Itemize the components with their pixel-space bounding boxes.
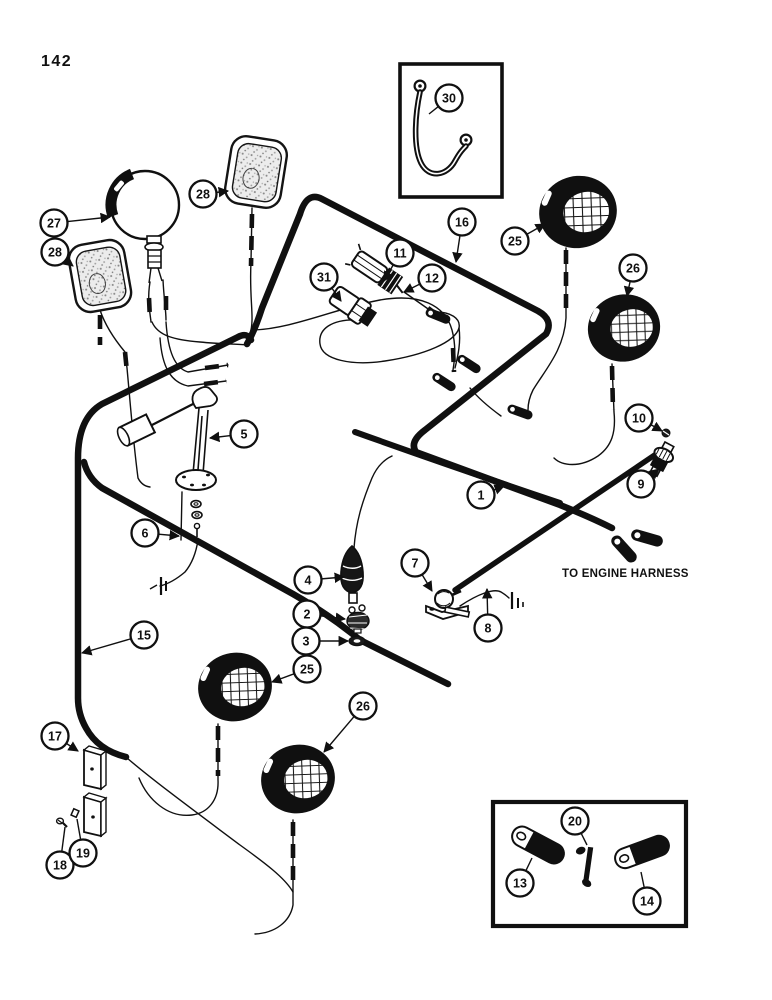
svg-text:28: 28: [48, 245, 62, 259]
engine-harness-label: TO ENGINE HARNESS: [562, 568, 689, 580]
bracket-switch-7: [425, 589, 471, 620]
lever-switch-5: [116, 385, 218, 537]
headlamp-26-top: [579, 285, 669, 371]
callout-18: 18: [45, 826, 75, 880]
callout-14: 14: [632, 871, 662, 916]
connector-boot-4: [340, 544, 364, 604]
callout-26: 26: [618, 253, 648, 298]
svg-text:12: 12: [425, 271, 439, 285]
headlamp-25-bottom: [189, 643, 281, 731]
callout-28: 28: [188, 179, 230, 209]
callout-26: 26: [323, 691, 378, 753]
callout-30: 30: [428, 83, 464, 115]
headlamp-25-top: [530, 166, 626, 258]
callout-12: 12: [403, 263, 447, 293]
callout-11: 11: [383, 238, 415, 282]
callout-16: 16: [447, 207, 477, 264]
svg-text:27: 27: [47, 216, 61, 230]
harness-upper-loop: [243, 193, 616, 532]
svg-text:10: 10: [632, 411, 646, 425]
harness-lower-diagonal: [80, 458, 452, 688]
svg-text:16: 16: [455, 215, 469, 229]
svg-text:31: 31: [317, 270, 331, 284]
svg-text:25: 25: [508, 234, 522, 248]
svg-text:11: 11: [393, 246, 406, 260]
page-number: 142: [41, 53, 73, 70]
svg-text:19: 19: [76, 846, 90, 860]
mounting-plates-17: [82, 745, 108, 838]
svg-text:8: 8: [485, 621, 492, 635]
svg-text:17: 17: [48, 729, 62, 743]
callout-25: 25: [271, 654, 322, 684]
harness-left-run: [74, 331, 255, 761]
callout-layer: 27 28 28 30 16 25 26 11 12 31 5 6 1 10 9 4 2 3 7 8 15 17 18 19 2…: [39, 83, 663, 916]
flag-terminals: [424, 306, 534, 421]
svg-text:7: 7: [412, 556, 419, 570]
callout-8: 8: [473, 587, 503, 643]
callout-1: 1: [466, 480, 505, 510]
callout-7: 7: [400, 548, 433, 592]
lead-wires: [99, 207, 616, 935]
callout-10: 10: [624, 403, 663, 433]
svg-text:26: 26: [356, 699, 370, 713]
svg-text:14: 14: [640, 894, 654, 908]
headlamp-26-bottom: [252, 735, 344, 823]
callout-20: 20: [560, 806, 590, 846]
flasher-lamp-28-left: [65, 236, 135, 316]
washer-3: [348, 635, 366, 647]
switch-2: [346, 604, 370, 634]
battery-cable-30: [412, 79, 473, 177]
screw-18: [55, 817, 68, 828]
svg-text:13: 13: [513, 876, 527, 890]
svg-text:28: 28: [196, 187, 210, 201]
callout-6: 6: [130, 518, 181, 548]
callout-31: 31: [309, 262, 342, 302]
nut-10: [661, 428, 671, 438]
callout-15: 15: [80, 620, 159, 656]
harness-branch-mid: [352, 429, 563, 506]
link-20: [575, 846, 594, 888]
oil-sender-9: [648, 440, 675, 478]
dome-lamp-27: [105, 168, 181, 284]
svg-text:2: 2: [304, 607, 311, 621]
ground-symbol-left: [149, 577, 167, 595]
callout-19: 19: [68, 818, 98, 868]
flasher-lamp-28-top: [221, 132, 291, 212]
callout-13: 13: [505, 857, 535, 898]
svg-text:4: 4: [305, 573, 312, 587]
svg-text:15: 15: [137, 628, 151, 642]
svg-text:26: 26: [626, 261, 640, 275]
ground-symbol-right: [510, 592, 524, 609]
callout-27: 27: [39, 208, 112, 238]
main-wiring-harness: [74, 193, 671, 761]
engine-harness-terminals: [608, 528, 665, 565]
svg-text:1: 1: [478, 488, 485, 502]
callout-28: 28: [40, 237, 74, 267]
callout-5: 5: [208, 419, 259, 449]
svg-text:9: 9: [638, 477, 645, 491]
callout-25: 25: [500, 223, 546, 256]
svg-text:25: 25: [300, 662, 314, 676]
svg-text:3: 3: [303, 634, 310, 648]
callout-17: 17: [40, 721, 79, 752]
nut-19: [70, 807, 80, 819]
harness-branch-sender: [452, 443, 671, 593]
svg-text:18: 18: [53, 858, 67, 872]
callout-4: 4: [293, 565, 346, 595]
callout-9: 9: [626, 468, 660, 499]
svg-text:5: 5: [241, 427, 248, 441]
svg-text:30: 30: [442, 91, 456, 105]
connector-31: [328, 285, 378, 327]
svg-text:20: 20: [568, 814, 582, 828]
svg-text:6: 6: [142, 526, 149, 540]
callout-3: 3: [291, 626, 350, 656]
